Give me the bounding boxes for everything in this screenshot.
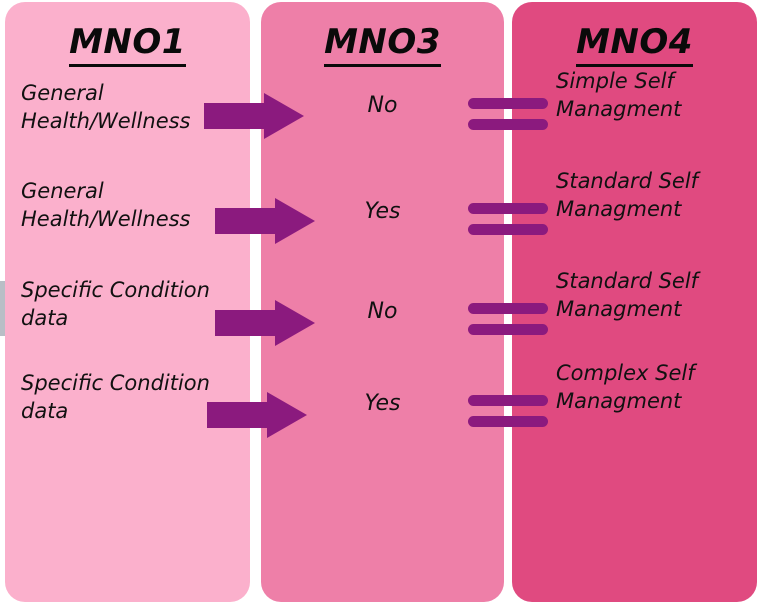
column-panel-mno1[interactable]: MNO1 General Health/Wellness General Hea… (5, 2, 250, 602)
bar-connector-1[interactable] (468, 94, 548, 134)
column-panel-mno4-inner: MNO4 Simple Self Managment Standard Self… (512, 2, 757, 602)
bar-connector-4-top (468, 395, 548, 406)
bar-connector-3[interactable] (468, 299, 548, 339)
mno1-item-2[interactable]: General Health/Wellness (21, 179, 191, 231)
column-panel-mno3[interactable]: MNO3 No Yes No Yes (261, 2, 504, 602)
column-panel-mno1-inner: MNO1 General Health/Wellness General Hea… (5, 2, 250, 602)
column-header-mno3: MNO3 (261, 22, 504, 67)
bar-connector-1-top (468, 98, 548, 109)
arrow-connector-4[interactable] (207, 392, 307, 438)
mno3-item-1[interactable]: No (367, 93, 398, 118)
column-panel-mno3-inner: MNO3 No Yes No Yes (261, 2, 504, 602)
left-edge-artifact (0, 281, 5, 336)
bar-connector-2-bottom (468, 224, 548, 235)
mno4-item-3[interactable]: Standard Self Managment (556, 269, 699, 321)
mno4-item-4[interactable]: Complex Self Managment (556, 361, 695, 413)
column-panel-mno4[interactable]: MNO4 Simple Self Managment Standard Self… (512, 2, 757, 602)
bar-connector-4[interactable] (468, 391, 548, 431)
mno3-item-2[interactable]: Yes (364, 199, 401, 224)
bar-connector-2-top (468, 203, 548, 214)
mno3-item-4[interactable]: Yes (364, 391, 401, 416)
mno1-item-1[interactable]: General Health/Wellness (21, 81, 191, 133)
bar-connector-4-bottom (468, 416, 548, 427)
bar-connector-3-bottom (468, 324, 548, 335)
mno4-item-2[interactable]: Standard Self Managment (556, 169, 699, 221)
column-header-mno4: MNO4 (512, 22, 757, 67)
bar-connector-2[interactable] (468, 199, 548, 239)
mno1-item-3[interactable]: Specific Condition data (21, 278, 210, 330)
column-header-mno1: MNO1 (5, 22, 250, 67)
mno4-item-1[interactable]: Simple Self Managment (556, 69, 682, 121)
arrow-connector-2[interactable] (215, 198, 315, 244)
mno3-item-3[interactable]: No (367, 299, 398, 324)
mno1-item-4[interactable]: Specific Condition data (21, 371, 210, 423)
bar-connector-1-bottom (468, 119, 548, 130)
arrow-connector-3[interactable] (215, 300, 315, 346)
bar-connector-3-top (468, 303, 548, 314)
column-header-mno4-label: MNO4 (576, 22, 693, 67)
column-header-mno3-label: MNO3 (324, 22, 441, 67)
arrow-connector-1[interactable] (204, 93, 304, 139)
column-header-mno1-label: MNO1 (69, 22, 186, 67)
